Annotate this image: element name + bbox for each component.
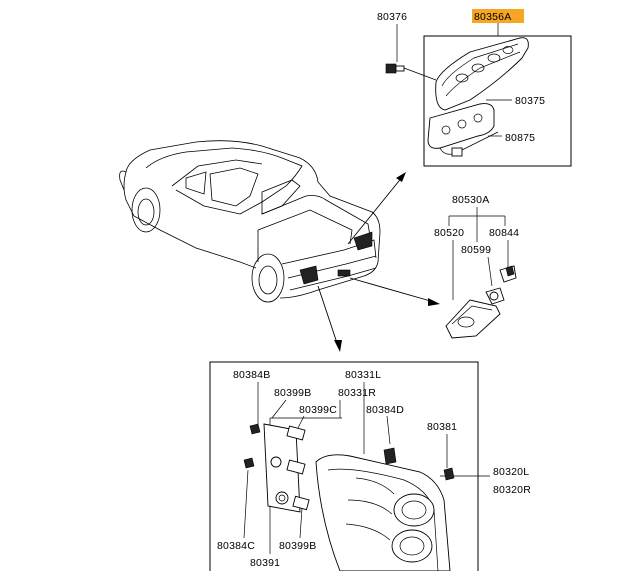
part-label-80875[interactable]: 80875 [505,132,535,144]
stop-lamp-harness [427,103,499,157]
screw-80376 [385,63,437,81]
licence-lamp [445,265,517,339]
part-label-80530A[interactable]: 80530A [452,194,489,206]
part-label-80384D[interactable]: 80384D [366,404,404,416]
high-mount-stop-lamp [435,37,529,111]
part-label-80599[interactable]: 80599 [461,244,491,256]
leader-80599 [487,256,493,287]
part-label-80381[interactable]: 80381 [427,421,457,433]
stop-lamp-group-box [423,35,572,167]
part-label-80384C[interactable]: 80384C [217,540,255,552]
combination-lamp-group-box [209,361,479,571]
part-label-80376[interactable]: 80376 [377,11,407,23]
callout-arrows [317,172,440,352]
highlight-marker [472,9,524,23]
vehicle-outline [119,140,381,303]
part-label-80356A[interactable]: 80356A [474,11,511,23]
part-label-80399B-bottom[interactable]: 80399B [279,540,316,552]
part-label-80844[interactable]: 80844 [489,227,519,239]
part-label-80320L[interactable]: 80320L [493,466,529,478]
part-label-80399C[interactable]: 80399C [299,404,337,416]
part-label-80391[interactable]: 80391 [250,557,280,569]
part-label-80520[interactable]: 80520 [434,227,464,239]
rear-combination-lamp [315,454,451,571]
part-label-80320R[interactable]: 80320R [493,484,531,496]
part-label-80375[interactable]: 80375 [515,95,545,107]
bulbs-and-sockets [243,423,455,511]
part-label-80331R[interactable]: 80331R [338,387,376,399]
part-label-80384B[interactable]: 80384B [233,369,270,381]
part-label-80331L[interactable]: 80331L [345,369,381,381]
part-label-80399B-top[interactable]: 80399B [274,387,311,399]
socket-plate [263,423,301,513]
